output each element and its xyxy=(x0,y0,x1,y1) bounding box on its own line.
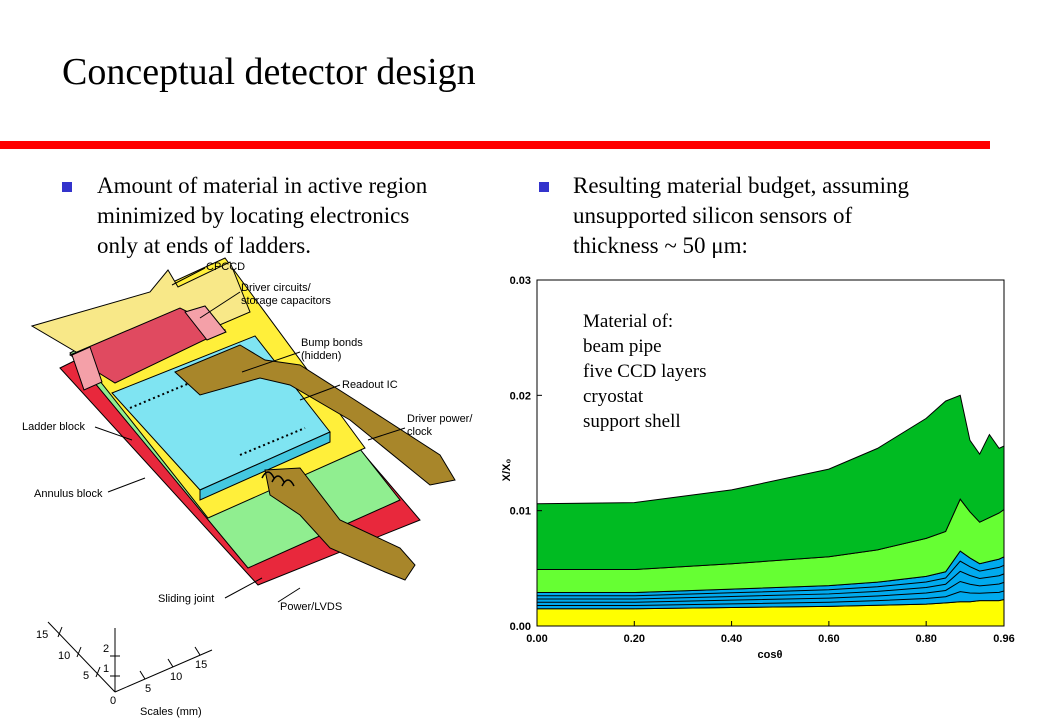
driver-power-cable xyxy=(174,344,456,486)
scale-x-tick-10: 10 xyxy=(58,650,70,662)
label-cpccd: CPCCD xyxy=(206,261,245,273)
label-driver-power: Driver power/ xyxy=(407,413,473,425)
material-legend: Material of: beam pipe five CCD layers c… xyxy=(583,309,706,434)
x-axis-label: cosθ xyxy=(758,649,783,661)
scale-y-tick-1: 1 xyxy=(103,663,109,675)
x-tick-label: 0.20 xyxy=(624,633,645,645)
label-driver-circuits: Driver circuits/ xyxy=(241,282,312,294)
wire-bonds xyxy=(261,471,295,487)
right-bullet-line-1: Resulting material budget, assuming xyxy=(573,173,910,198)
label-storage-capacitors: storage capacitors xyxy=(241,295,331,307)
ccd-layer-line xyxy=(537,560,1005,597)
x-tick-label: 0.40 xyxy=(721,633,742,645)
ccd-layer-line xyxy=(537,570,1005,600)
right-bullet-line-3: thickness ~ 50 μm: xyxy=(573,233,748,258)
scale-z-tick-5: 5 xyxy=(145,683,151,695)
slide-title: Conceptual detector design xyxy=(62,51,476,93)
bump-bond-row-2 xyxy=(239,427,306,456)
label-clock: clock xyxy=(407,426,433,438)
title-rule xyxy=(0,141,990,149)
scale-axes: 0 5 10 15 1 2 5 10 15 Scales (mm) xyxy=(36,621,213,718)
power-lvds-cable xyxy=(264,467,416,581)
legend-item-support-shell: support shell xyxy=(583,411,681,432)
label-readout-ic: Readout IC xyxy=(342,379,398,391)
driver-end-cap-left xyxy=(71,346,103,391)
label-bump-bonds: Bump bonds xyxy=(301,337,363,349)
left-bullet-line-2: minimized by locating electronics xyxy=(97,203,410,228)
scale-y-tick-2: 2 xyxy=(103,643,109,655)
y-tick-label: 0.00 xyxy=(510,621,531,633)
ladder-diagram: CPCCD Driver circuits/ storage capacitor… xyxy=(22,257,473,718)
area-support-shell xyxy=(536,394,1005,570)
label-annulus-block: Annulus block xyxy=(34,488,103,500)
y-tick-label: 0.02 xyxy=(510,390,531,402)
ccd-layer-line xyxy=(537,580,1005,603)
label-power-lvds: Power/LVDS xyxy=(280,601,342,613)
scale-x-tick-15: 15 xyxy=(36,629,48,641)
scale-x-tick-5: 5 xyxy=(83,670,89,682)
label-hidden: (hidden) xyxy=(301,350,341,362)
legend-item-beam-pipe: beam pipe xyxy=(583,336,662,357)
left-bullet-text: Amount of material in active region mini… xyxy=(97,171,427,261)
right-bullet-marker xyxy=(539,182,549,192)
left-bullet-line-1: Amount of material in active region xyxy=(97,173,428,198)
y-tick-label: 0.03 xyxy=(510,275,531,287)
x-tick-label: 0.00 xyxy=(526,633,547,645)
label-sliding-joint: Sliding joint xyxy=(158,593,214,605)
scale-origin: 0 xyxy=(110,695,116,707)
legend-item-cryostat: cryostat xyxy=(583,386,644,407)
x-tick-label: 0.80 xyxy=(915,633,936,645)
legend-heading: Material of: xyxy=(583,311,674,332)
ccd-layer-line xyxy=(537,590,1005,606)
scale-caption: Scales (mm) xyxy=(140,706,202,718)
legend-item-ccd-layers: five CCD layers xyxy=(583,361,707,382)
right-bullet-text: Resulting material budget, assuming unsu… xyxy=(573,171,909,261)
scale-z-tick-10: 10 xyxy=(170,671,182,683)
left-bullet-line-3: only at ends of ladders. xyxy=(97,233,311,258)
label-ladder-block: Ladder block xyxy=(22,421,85,433)
x-tick-label: 0.60 xyxy=(818,633,839,645)
scale-z-tick-15: 15 xyxy=(195,659,207,671)
driver-end-cap-right xyxy=(184,305,227,341)
left-bullet-marker xyxy=(62,182,72,192)
y-axis-label: X/X₀ xyxy=(501,459,513,482)
right-bullet-line-2: unsupported silicon sensors of xyxy=(573,203,853,228)
ccd-sensor-edge xyxy=(199,431,331,501)
y-tick-label: 0.01 xyxy=(510,506,531,518)
x-tick-label: 0.96 xyxy=(993,633,1014,645)
